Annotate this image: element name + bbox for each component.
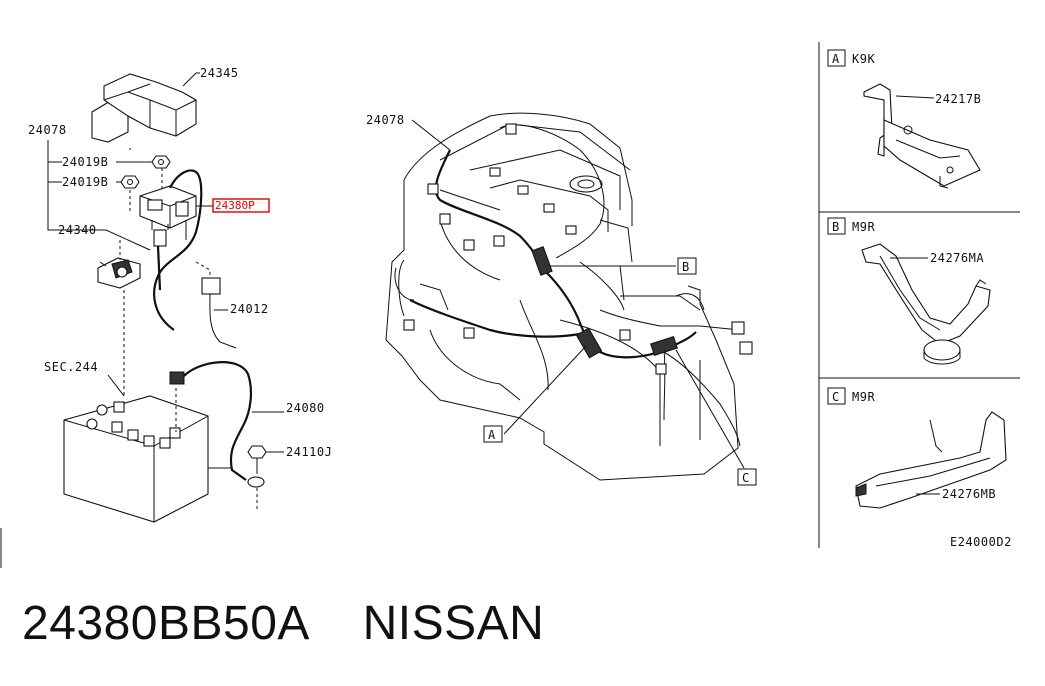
bracket-24276mb [855, 411, 1007, 509]
battery [63, 395, 209, 523]
cable-24012 [195, 261, 237, 349]
detail-c-letter: C [832, 390, 840, 404]
bolt-24110j [247, 445, 267, 512]
detail-b: B M9R 24276MA [827, 217, 991, 365]
label-24345: 24345 [200, 66, 239, 80]
label-sec244: SEC.244 [44, 360, 98, 374]
label-24380p: 24380P [215, 199, 255, 212]
detail-a-letter: A [832, 52, 840, 66]
callout-b: B [548, 257, 697, 301]
label-24012: 24012 [230, 302, 269, 316]
battery-cable-group: 24345 24078 24019B 24019B [28, 66, 332, 523]
engine-outline [385, 112, 739, 481]
detail-c-variant: M9R [852, 390, 875, 404]
label-24078-left: 24078 [28, 123, 67, 137]
fusible-link-block [139, 185, 197, 247]
nut-24019b-lower [120, 175, 140, 189]
nut-24019b-upper [151, 155, 171, 169]
detail-b-letter: B [832, 220, 840, 234]
detail-c: C M9R 24276MB [827, 387, 1007, 509]
callout-a: A [483, 345, 587, 443]
label-24080: 24080 [286, 401, 325, 415]
bracket-24217b [863, 83, 981, 189]
label-24078-engine: 24078 [366, 113, 405, 127]
detail-b-variant: M9R [852, 220, 875, 234]
callout-a-letter: A [488, 428, 496, 442]
detail-c-part: 24276MB [942, 487, 996, 501]
callout-c: C [675, 349, 757, 486]
diagram-code: E24000D2 [950, 535, 1012, 549]
detail-a: A K9K 24217B [827, 49, 981, 189]
caption-part-number: 24380BB50A [22, 597, 308, 650]
engine-harness [403, 123, 753, 447]
ground-cable-24080 [169, 361, 265, 488]
detail-a-part: 24217B [935, 92, 981, 106]
part-caption: 24380BB50A NISSAN [22, 596, 544, 651]
leader-24345 [182, 72, 197, 87]
terminal-cover-24345 [91, 73, 197, 143]
detail-panel: A K9K 24217B B M9R [818, 42, 1020, 549]
engine-harness-group: 24078 [366, 112, 757, 486]
label-24340: 24340 [58, 223, 97, 237]
terminal-24340 [97, 257, 141, 289]
bracket-24276ma [861, 243, 991, 365]
highlight-24380p [212, 198, 270, 213]
label-24110j: 24110J [286, 445, 332, 459]
label-24019b-2: 24019B [62, 175, 108, 189]
caption-brand: NISSAN [362, 597, 545, 650]
detail-a-variant: K9K [852, 52, 875, 66]
callout-c-letter: C [742, 471, 750, 485]
callout-b-letter: B [682, 260, 690, 274]
label-24019b-1: 24019B [62, 155, 108, 169]
detail-b-part: 24276MA [930, 251, 984, 265]
